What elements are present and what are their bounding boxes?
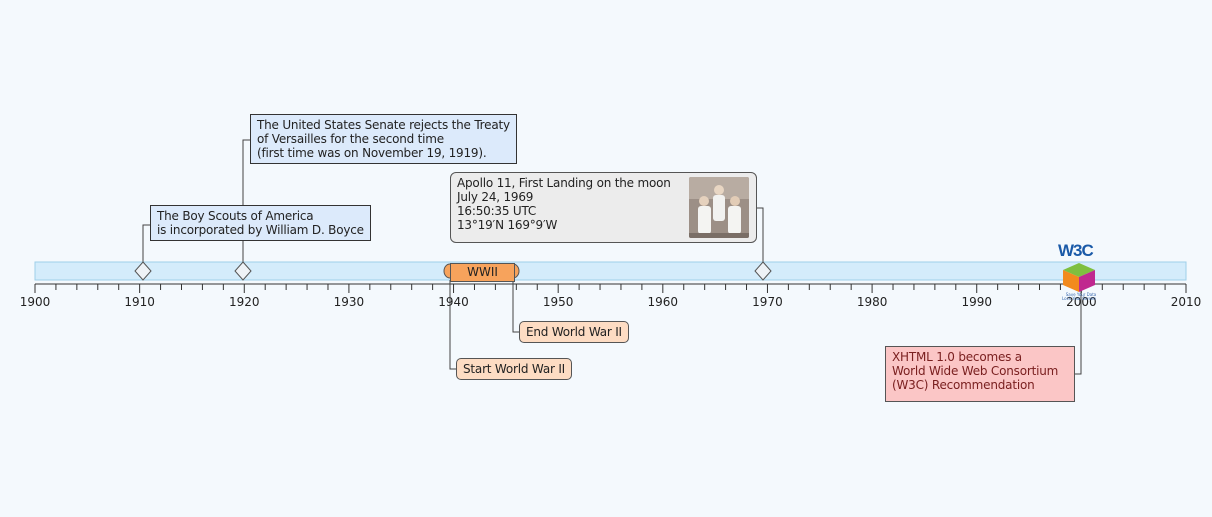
milestone-diamond-marker xyxy=(754,261,772,281)
milestone-connector xyxy=(142,224,150,262)
axis-tick-label: 1990 xyxy=(961,295,992,309)
milestone-connector xyxy=(757,207,764,262)
milestone-box-treaty-versailles[interactable]: The United States Senate rejects the Tre… xyxy=(250,114,517,164)
milestone-diamond-marker xyxy=(134,261,152,281)
milestone-text: of Versailles for the second time xyxy=(257,132,444,146)
axis-tick-label: 1920 xyxy=(229,295,260,309)
milestone-text: Apollo 11, First Landing on the moon xyxy=(457,176,671,190)
logo-caption: Save Your Data xyxy=(1065,292,1097,297)
milestone-box-boy-scouts[interactable]: The Boy Scouts of America is incorporate… xyxy=(150,205,371,241)
end-wwii-box[interactable]: End World War II xyxy=(519,321,629,343)
w3c-cube-icon xyxy=(1063,263,1095,292)
apollo-11-crew-photo xyxy=(689,177,749,238)
milestone-text: The Boy Scouts of America xyxy=(157,209,314,223)
milestone-box-xhtml[interactable]: XHTML 1.0 becomes a World Wide Web Conso… xyxy=(885,346,1075,402)
axis-tick-label: 1980 xyxy=(857,295,888,309)
milestone-text: is incorporated by William D. Boyce xyxy=(157,223,364,237)
milestone-connector xyxy=(1075,290,1082,375)
axis-tick-label: 2010 xyxy=(1171,295,1202,309)
milestone-text: XHTML 1.0 becomes a xyxy=(892,350,1022,364)
milestone-text: 16:50:35 UTC xyxy=(457,204,537,218)
milestone-connector xyxy=(242,139,250,262)
milestone-text: World Wide Web Consortium xyxy=(892,364,1059,378)
milestone-text: The United States Senate rejects the Tre… xyxy=(257,118,510,132)
w3c-logo[interactable]: W3C Save Your Data Lock Your Screen xyxy=(1050,241,1108,303)
end-wwii-label: End World War II xyxy=(526,325,622,339)
start-wwii-box[interactable]: Start World War II xyxy=(456,358,573,380)
axis-tick-label: 1910 xyxy=(124,295,155,309)
end-wwii-connector xyxy=(512,280,519,333)
milestone-text: (first time was on November 19, 1919). xyxy=(257,146,487,160)
wwii-span-label: WWII xyxy=(467,265,498,279)
start-wwii-connector xyxy=(449,280,456,370)
axis-tick-label: 1900 xyxy=(20,295,51,309)
timeline-band xyxy=(34,261,1187,281)
axis-tick-label: 1970 xyxy=(752,295,783,309)
milestone-text: July 24, 1969 xyxy=(457,190,534,204)
milestone-diamond-marker xyxy=(234,261,252,281)
wwii-span-bar[interactable]: WWII xyxy=(450,263,515,282)
axis-tick-label: 1930 xyxy=(334,295,365,309)
axis-tick-label: 1940 xyxy=(438,295,469,309)
milestone-text: (W3C) Recommendation xyxy=(892,378,1035,392)
axis-tick-label: 1960 xyxy=(648,295,679,309)
start-wwii-label: Start World War II xyxy=(463,362,566,376)
w3c-logo-text: W3C xyxy=(1058,241,1094,260)
logo-caption: Lock Your Screen xyxy=(1062,296,1096,301)
axis-tick-label: 1950 xyxy=(543,295,574,309)
milestone-text: 13°19′N 169°9′W xyxy=(457,218,558,232)
